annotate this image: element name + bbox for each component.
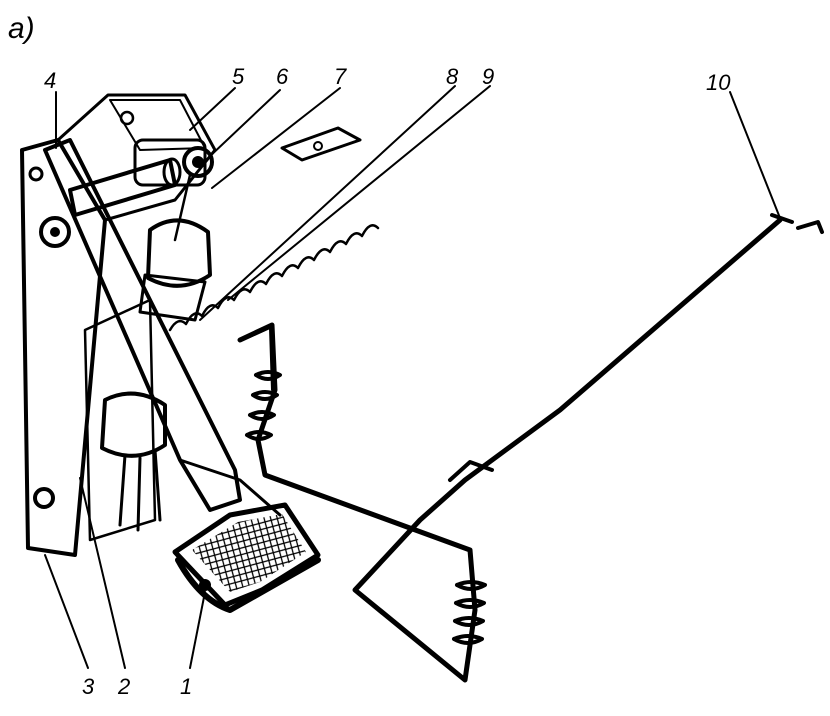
callout-8: 8 [446, 64, 459, 89]
linkage-rods [237, 213, 824, 683]
mounting-bracket [20, 93, 217, 557]
callout-2: 2 [117, 674, 130, 699]
callout-5: 5 [232, 64, 245, 89]
return-spring [168, 126, 380, 332]
callout-9: 9 [482, 64, 494, 89]
pedal-lever [43, 138, 282, 517]
brake-cylinder [100, 173, 212, 532]
leader-lines [44, 85, 781, 669]
panel-label: а) [8, 12, 35, 45]
callout-4: 4 [44, 68, 56, 93]
callout-1: 1 [180, 674, 192, 699]
callout-7: 7 [334, 64, 347, 89]
pedal-pad [172, 502, 321, 613]
callout-10: 10 [706, 70, 731, 95]
callout-6: 6 [276, 64, 289, 89]
callout-labels: 4 5 6 7 8 9 10 3 2 1 [44, 64, 731, 699]
pedal-shaft [68, 138, 214, 217]
callout-3: 3 [82, 674, 95, 699]
